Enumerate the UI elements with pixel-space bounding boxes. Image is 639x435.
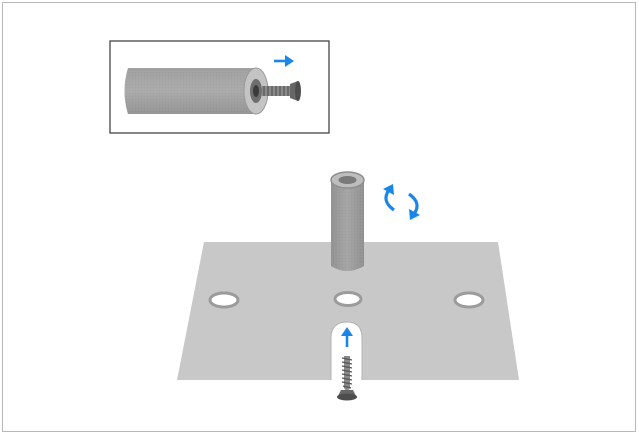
plate-hole-center xyxy=(333,291,363,307)
arrow-up-icon xyxy=(341,327,353,347)
inset-detail xyxy=(109,40,330,134)
arrow-right-icon xyxy=(274,55,294,67)
inset-screw-icon xyxy=(262,81,301,101)
screw-icon xyxy=(337,356,357,401)
plate-hole-right xyxy=(453,291,485,309)
post-icon xyxy=(330,171,365,271)
rod-icon xyxy=(124,67,269,115)
rotate-arrows-icon xyxy=(383,184,420,220)
base-plate xyxy=(177,242,519,380)
plate-hole-left xyxy=(208,291,240,309)
